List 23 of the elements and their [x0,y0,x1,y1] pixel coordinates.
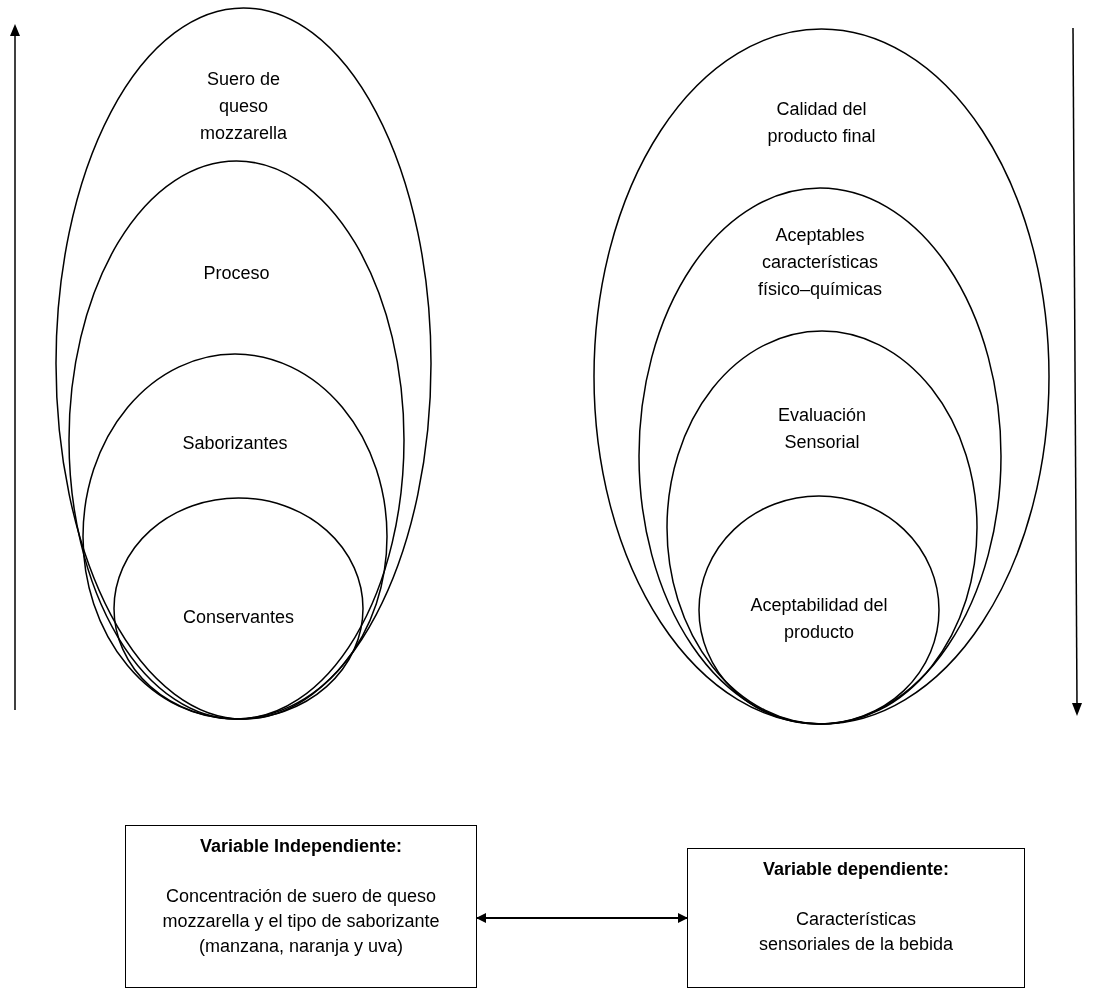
ellipse-label: Calidad del producto final [766,98,877,148]
double-arrow [476,913,688,923]
box-text: Características sensoriales de la bebida [757,908,955,956]
ellipse [666,330,978,725]
ellipse [593,28,1050,725]
ellipse-label: Aceptabilidad del producto [749,594,889,644]
variable-box [687,848,1025,988]
ellipse-label: Aceptables características físico–químicas [756,224,884,301]
ellipse-label: Saborizantes [181,432,289,455]
ellipse [638,187,1002,725]
ellipse-label: Proceso [202,262,271,285]
box-heading: Variable dependiente: [761,858,951,881]
ellipse [82,353,388,720]
ellipse-label: Suero de queso mozzarella [199,68,288,145]
variable-box [125,825,477,988]
ellipse [113,497,364,720]
box-heading: Variable Independiente: [198,835,404,858]
ellipse [55,7,432,720]
ellipse [698,495,940,725]
ellipse-label: Evaluación Sensorial [776,404,868,454]
box-text: Concentración de suero de queso mozzarella y el tipo de saborizante (manzana, naranja y uva) [161,885,441,958]
ellipse-label: Conservantes [181,606,296,629]
ellipse [68,160,405,720]
